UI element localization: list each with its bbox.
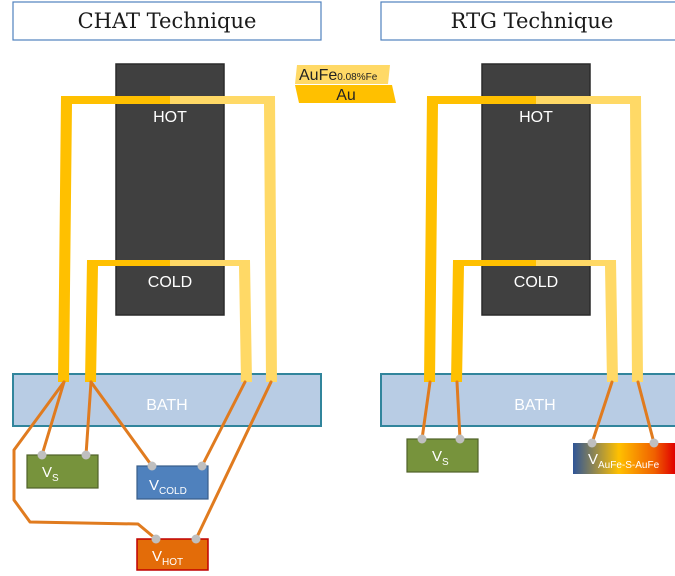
inner-au-wire xyxy=(85,260,170,382)
terminal xyxy=(147,461,157,471)
aufe-legend-label: AuFe0.08%Fe xyxy=(299,67,378,84)
copper-leads xyxy=(12,380,273,541)
terminal xyxy=(455,434,465,444)
vcold-meter: VCOLD xyxy=(136,461,209,500)
sample-column xyxy=(481,63,591,316)
vs-left-label: VS xyxy=(42,464,59,484)
outer-aufe-wire xyxy=(170,96,277,382)
terminal xyxy=(37,450,47,460)
vaufe-meter: VAuFe-S-AuFe xyxy=(573,438,675,474)
outer-au-wire xyxy=(58,96,170,382)
vhot-meter: VHOT xyxy=(136,534,209,571)
bath-label: BATH xyxy=(514,397,555,414)
vs-meter-right: VS xyxy=(406,434,479,473)
hot-label: HOT xyxy=(153,109,187,126)
terminal xyxy=(649,438,659,448)
terminal xyxy=(191,534,201,544)
vs-right-label: VS xyxy=(432,448,449,468)
hot-label: HOT xyxy=(519,109,553,126)
sample-column xyxy=(115,63,225,316)
outer-au-wire xyxy=(424,96,536,382)
terminal xyxy=(197,461,207,471)
cold-label: COLD xyxy=(148,274,192,291)
inner-aufe-wire xyxy=(536,260,618,382)
cold-label: COLD xyxy=(514,274,558,291)
vaufe-meter-body xyxy=(573,443,675,474)
terminal xyxy=(151,534,161,544)
wire-legend: AuFe0.08%Fe Au xyxy=(295,65,396,104)
outer-aufe-wire xyxy=(536,96,643,382)
right-title-box xyxy=(380,1,675,41)
right-title: RTG Technique xyxy=(451,9,614,33)
bath-label: BATH xyxy=(146,397,187,414)
terminal xyxy=(417,434,427,444)
au-legend-swatch xyxy=(295,85,396,103)
vaufe-label: VAuFe-S-AuFe xyxy=(588,451,660,471)
au-legend-label: Au xyxy=(336,87,356,104)
terminal xyxy=(587,438,597,448)
vs-meter-left: VS xyxy=(26,450,99,489)
inner-au-wire xyxy=(451,260,536,382)
rtg-diagram: BATH HOT COLD VS VAuFe-S-AuFe xyxy=(380,63,675,474)
inner-aufe-wire xyxy=(170,260,252,382)
left-title: CHAT Technique xyxy=(78,9,257,33)
vcold-label: VCOLD xyxy=(149,477,187,497)
vhot-label: VHOT xyxy=(152,548,183,568)
left-title-box xyxy=(12,1,322,41)
copper-leads xyxy=(420,380,656,445)
terminal xyxy=(81,450,91,460)
aufe-legend-swatch xyxy=(295,65,390,84)
chat-diagram: BATH HOT COLD VS xyxy=(12,63,322,571)
